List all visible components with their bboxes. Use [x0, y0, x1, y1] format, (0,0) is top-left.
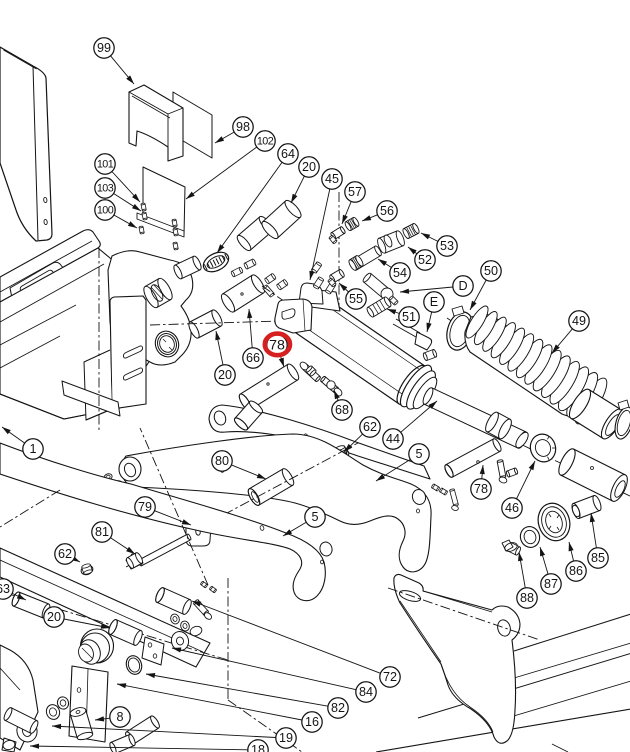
svg-text:81: 81 — [95, 525, 109, 539]
svg-text:45: 45 — [325, 172, 339, 186]
svg-text:52: 52 — [418, 253, 432, 267]
svg-text:101: 101 — [97, 158, 114, 170]
svg-text:87: 87 — [544, 577, 558, 591]
svg-text:57: 57 — [348, 185, 362, 199]
svg-text:49: 49 — [572, 314, 586, 328]
svg-text:5: 5 — [311, 510, 318, 524]
svg-text:54: 54 — [393, 266, 407, 280]
svg-text:D: D — [458, 279, 467, 293]
svg-text:53: 53 — [440, 239, 454, 253]
svg-text:62: 62 — [58, 547, 72, 561]
svg-text:88: 88 — [520, 591, 534, 605]
svg-text:46: 46 — [505, 501, 519, 515]
svg-text:79: 79 — [138, 500, 152, 514]
svg-text:103: 103 — [97, 182, 114, 194]
svg-text:78: 78 — [269, 337, 285, 353]
svg-text:100: 100 — [97, 204, 114, 216]
svg-text:55: 55 — [349, 292, 363, 306]
svg-text:8: 8 — [116, 710, 123, 724]
svg-text:5: 5 — [415, 447, 422, 461]
svg-text:86: 86 — [569, 564, 583, 578]
svg-text:51: 51 — [402, 310, 416, 324]
svg-text:62: 62 — [363, 420, 377, 434]
svg-text:19: 19 — [279, 731, 293, 745]
svg-text:56: 56 — [380, 204, 394, 218]
svg-text:80: 80 — [215, 454, 229, 468]
svg-text:50: 50 — [484, 264, 498, 278]
svg-text:64: 64 — [281, 147, 295, 161]
svg-text:84: 84 — [359, 685, 373, 699]
svg-text:18: 18 — [251, 743, 265, 752]
svg-text:72: 72 — [383, 670, 397, 684]
svg-text:102: 102 — [257, 135, 274, 147]
svg-text:20: 20 — [47, 610, 61, 624]
svg-text:98: 98 — [236, 120, 250, 134]
svg-text:16: 16 — [305, 715, 319, 729]
svg-text:63: 63 — [0, 582, 10, 596]
svg-text:66: 66 — [246, 351, 260, 365]
svg-text:20: 20 — [302, 160, 316, 174]
svg-text:68: 68 — [335, 403, 349, 417]
svg-text:99: 99 — [97, 41, 111, 55]
svg-text:82: 82 — [331, 701, 345, 715]
svg-text:1: 1 — [29, 442, 36, 456]
svg-text:78: 78 — [474, 482, 488, 496]
svg-text:85: 85 — [591, 551, 605, 565]
svg-text:E: E — [430, 295, 438, 309]
svg-text:20: 20 — [218, 368, 232, 382]
svg-text:44: 44 — [386, 432, 400, 446]
